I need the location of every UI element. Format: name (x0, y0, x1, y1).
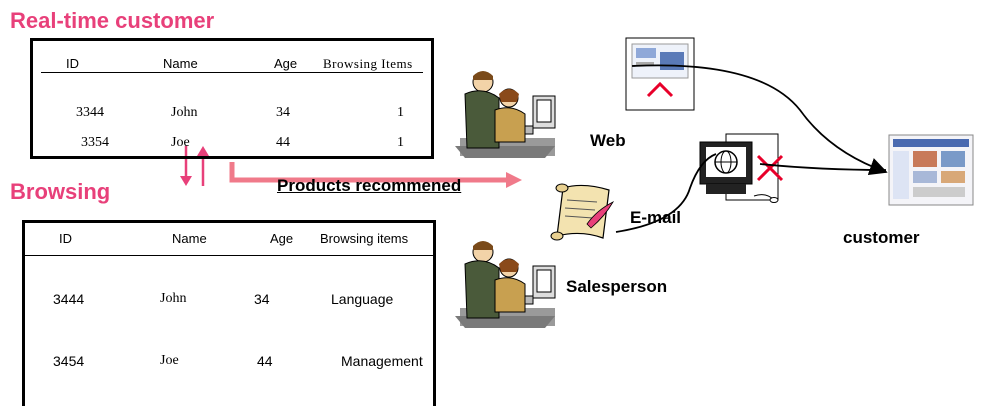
browsing-title: Browsing (10, 179, 111, 204)
webpage-icon (625, 37, 695, 111)
cell-age: 34 (276, 105, 290, 120)
products-arrow (229, 162, 522, 188)
column-header: Age (270, 231, 294, 246)
cell-age: 44 (276, 135, 290, 150)
column-header: ID (59, 231, 72, 246)
delivery-curves (615, 64, 888, 233)
browsing-table: ID Name Age Browsing items 3444 John 34 … (22, 220, 436, 406)
cell-id: 3444 (53, 291, 85, 307)
cell-items: 1 (397, 105, 404, 120)
people-at-computer-icon (455, 241, 556, 328)
email-label: E-mail (630, 208, 682, 227)
globe-monitor-icon (699, 133, 784, 203)
realtime-table: ID Name Age Browsing Items 3344 John 34 … (30, 38, 434, 159)
header-divider (41, 72, 423, 73)
column-header: ID (66, 56, 79, 71)
cell-items: 1 (397, 135, 404, 150)
cell-items: Language (331, 291, 394, 307)
cell-name: Joe (160, 353, 179, 368)
web-label: Web (590, 131, 626, 150)
cell-items: Management (341, 353, 423, 369)
column-header: Name (172, 231, 207, 246)
column-header: Name (163, 56, 198, 71)
cell-age: 34 (254, 291, 270, 307)
cell-id: 3344 (76, 105, 104, 120)
cell-id: 3354 (81, 135, 109, 150)
scroll-quill-icon (550, 183, 615, 241)
realtime-title: Real-time customer (10, 8, 215, 33)
sync-arrows (180, 146, 209, 186)
cell-id: 3454 (53, 353, 85, 369)
header-divider (25, 255, 433, 256)
webpage-icon (888, 134, 974, 206)
column-header: Age (274, 56, 298, 71)
salesperson-label: Salesperson (566, 277, 668, 296)
diagram-drawing (180, 37, 974, 328)
column-header: Browsing Items (323, 56, 413, 71)
column-header: Browsing items (320, 231, 409, 246)
cell-name: Joe (171, 135, 190, 150)
products-label: Products recommened (277, 176, 462, 195)
customer-label: customer (843, 228, 920, 247)
cell-name: John (160, 291, 187, 306)
cell-age: 44 (257, 353, 273, 369)
people-at-computer-icon (455, 71, 556, 158)
cell-name: John (171, 105, 198, 120)
